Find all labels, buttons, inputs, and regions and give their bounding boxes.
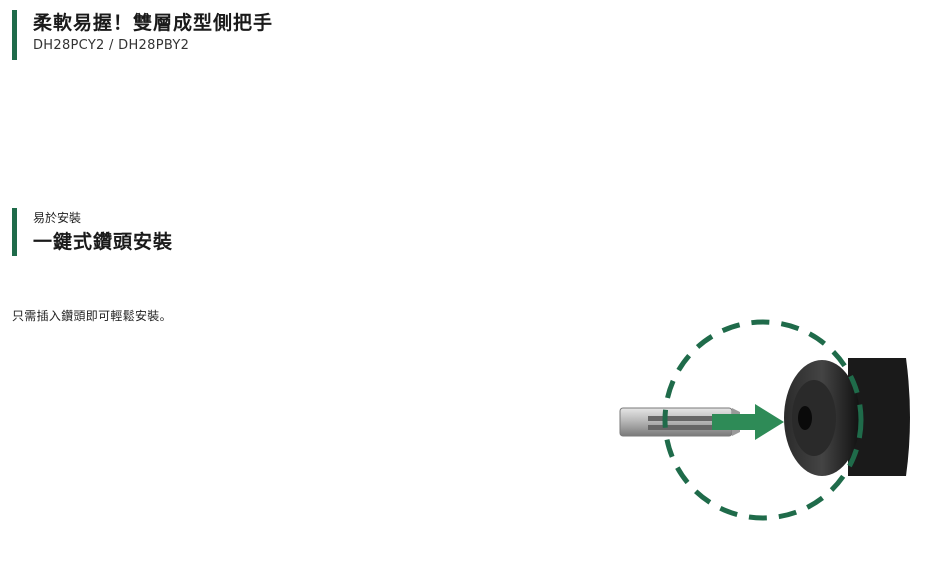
section-title: 柔軟易握！雙層成型側把手 bbox=[33, 12, 274, 34]
drill-bit-insertion-icon bbox=[619, 319, 910, 521]
section-heading-grip: 柔軟易握！雙層成型側把手 DH28PCY2 / DH28PBY2 bbox=[12, 10, 273, 60]
insert-arrow-icon bbox=[712, 404, 784, 440]
section-heading-install: 易於安裝 一鍵式鑽頭安裝 bbox=[12, 208, 173, 256]
section-kicker: 易於安裝 bbox=[33, 211, 82, 225]
drill-bit-insertion-illustration bbox=[618, 308, 918, 533]
section-title: 一鍵式鑽頭安裝 bbox=[33, 231, 174, 253]
drill-chuck bbox=[784, 358, 910, 476]
section-description: 只需插入鑽頭即可輕鬆安裝。 bbox=[12, 309, 172, 323]
model-numbers: DH28PCY2 / DH28PBY2 bbox=[33, 38, 190, 53]
highlight-circle bbox=[662, 319, 864, 521]
